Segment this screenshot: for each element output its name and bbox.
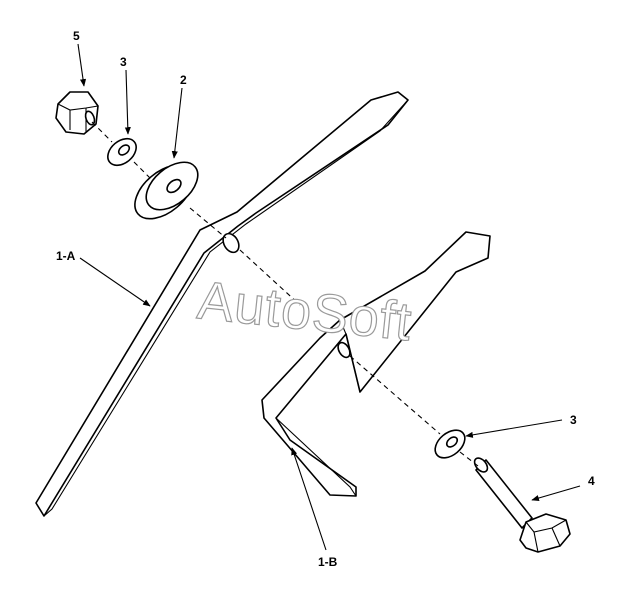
bracket-1b bbox=[261, 231, 491, 497]
leader-5 bbox=[77, 43, 87, 87]
washer-2 bbox=[134, 161, 199, 220]
leader-3-top bbox=[124, 69, 131, 135]
callout-1b: 1-B bbox=[318, 555, 338, 569]
lever-arm-1a-hole bbox=[222, 232, 240, 254]
washer-3-top bbox=[107, 137, 137, 167]
autosoft-watermark: AutoSoft bbox=[195, 270, 415, 352]
callout-3-top: 3 bbox=[120, 55, 127, 69]
lever-arm-1a bbox=[35, 91, 409, 517]
callout-5: 5 bbox=[73, 29, 80, 43]
washer-3-right bbox=[434, 429, 466, 459]
callout-labels: 5 3 2 1-A 3 4 1-B bbox=[56, 29, 595, 569]
hex-nut-5 bbox=[55, 91, 99, 135]
hex-bolt-4 bbox=[473, 457, 571, 553]
leader-lines bbox=[77, 43, 581, 551]
bracket-1b-hole bbox=[337, 341, 351, 359]
leader-3-right bbox=[465, 419, 563, 438]
assembly-axes bbox=[91, 121, 479, 467]
leader-4 bbox=[531, 485, 581, 502]
callout-1a: 1-A bbox=[56, 249, 76, 263]
callout-4: 4 bbox=[588, 474, 595, 488]
callout-2: 2 bbox=[180, 73, 187, 87]
callout-3-right: 3 bbox=[570, 413, 577, 427]
leader-1b bbox=[291, 447, 327, 551]
leader-2 bbox=[171, 87, 183, 159]
leader-1a bbox=[79, 257, 151, 307]
